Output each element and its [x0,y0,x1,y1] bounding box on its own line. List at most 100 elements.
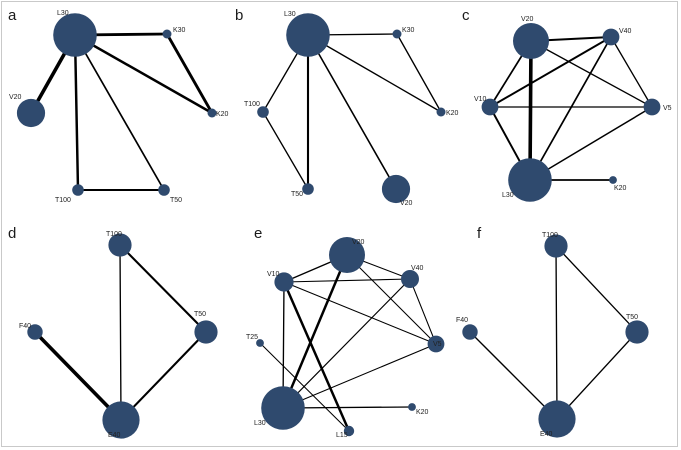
node-v10 [274,272,294,292]
node-label-k20: K20 [216,111,229,118]
node-label-v40: V40 [619,28,632,35]
node-label-e40: E40 [108,432,121,439]
node-l30 [261,386,305,430]
node-label-l30: L30 [502,192,514,199]
edge-v10-l15 [282,280,351,433]
node-v10 [481,98,499,116]
node-t100 [544,234,568,258]
node-v20 [329,237,365,273]
node-label-v10: V10 [474,96,487,103]
node-v40 [602,28,620,46]
edge-v20-v5 [530,40,653,108]
node-l30 [508,158,552,202]
edge-v40-v10 [489,36,612,108]
edge-k30-k20 [165,32,214,115]
node-k20 [436,107,446,117]
edge-v40-v5 [610,36,653,108]
edge-l30-k20 [73,33,214,115]
edge-v20-l30 [528,39,533,182]
edge-l30-k20 [307,34,442,113]
node-label-l30: L30 [284,11,296,18]
node-label-k20: K20 [416,409,429,416]
node-group [256,237,445,437]
node-label-v20: V20 [352,239,365,246]
node-label-l15: L15 [336,432,348,439]
node-label-f40: F40 [456,317,468,324]
edge-t100-e40 [555,245,558,420]
edge-group [259,253,437,433]
edge-group [33,243,208,422]
panel-label: b [235,7,243,24]
node-t100 [257,106,269,118]
node-label-t100: T100 [244,101,260,108]
edge-f40-e40 [469,331,558,420]
node-label-t50: T50 [194,311,206,318]
node-label-l30: L30 [57,10,69,17]
node-v5 [427,335,445,353]
node-t50 [302,183,314,195]
node-label-k20: K20 [446,110,459,117]
node-label-v10: V10 [267,271,280,278]
panel-label: e [254,225,262,242]
node-label-v5: V5 [663,105,672,112]
node-k20 [408,403,416,411]
node-t50 [194,320,218,344]
edge-group [489,36,653,182]
edge-l30-t50 [74,34,165,191]
node-t25 [256,339,264,347]
edge-t100-t50 [262,111,309,190]
node-label-k30: K30 [173,27,186,34]
node-label-t50: T50 [291,191,303,198]
panel-label: a [8,7,17,24]
edge-l30-v20 [307,34,397,190]
node-t100 [108,233,132,257]
node-v40 [401,270,419,288]
node-label-k20: K20 [614,185,627,192]
node-e40 [538,400,576,438]
node-group [481,23,661,202]
node-label-t50: T50 [170,197,182,204]
panel-label: c [462,7,470,24]
node-e40 [102,401,140,439]
edge-t100-t50 [555,245,638,333]
node-k20 [609,176,617,184]
node-label-t50: T50 [626,314,638,321]
edge-group [29,32,214,192]
edge-v10-v5 [283,281,437,345]
node-l15 [343,425,355,437]
node-label-v20: V20 [9,94,22,101]
node-label-v5: V5 [433,341,442,348]
node-label-v20: V20 [521,16,534,23]
edge-l30-t100 [73,33,80,192]
node-label-t100: T100 [542,232,558,239]
panel-label: f [477,225,482,242]
node-f40 [27,324,43,340]
edge-t100-t50 [118,243,208,334]
node-v20 [16,98,46,128]
edge-v40-l30 [529,36,612,181]
node-k30 [392,29,402,39]
edge-f40-e40 [33,330,123,422]
node-t50 [158,184,170,196]
node-v20 [513,23,549,59]
edge-t25-l15 [259,342,350,432]
edge-v40-v5 [409,278,437,345]
node-l30 [286,13,330,57]
node-label-t100: T100 [106,231,122,238]
node-k20 [207,108,217,118]
edge-t100-e40 [119,244,122,421]
node-label-f40: F40 [19,323,31,330]
edge-group [262,33,442,191]
node-group [27,233,218,439]
node-l30 [53,13,97,57]
